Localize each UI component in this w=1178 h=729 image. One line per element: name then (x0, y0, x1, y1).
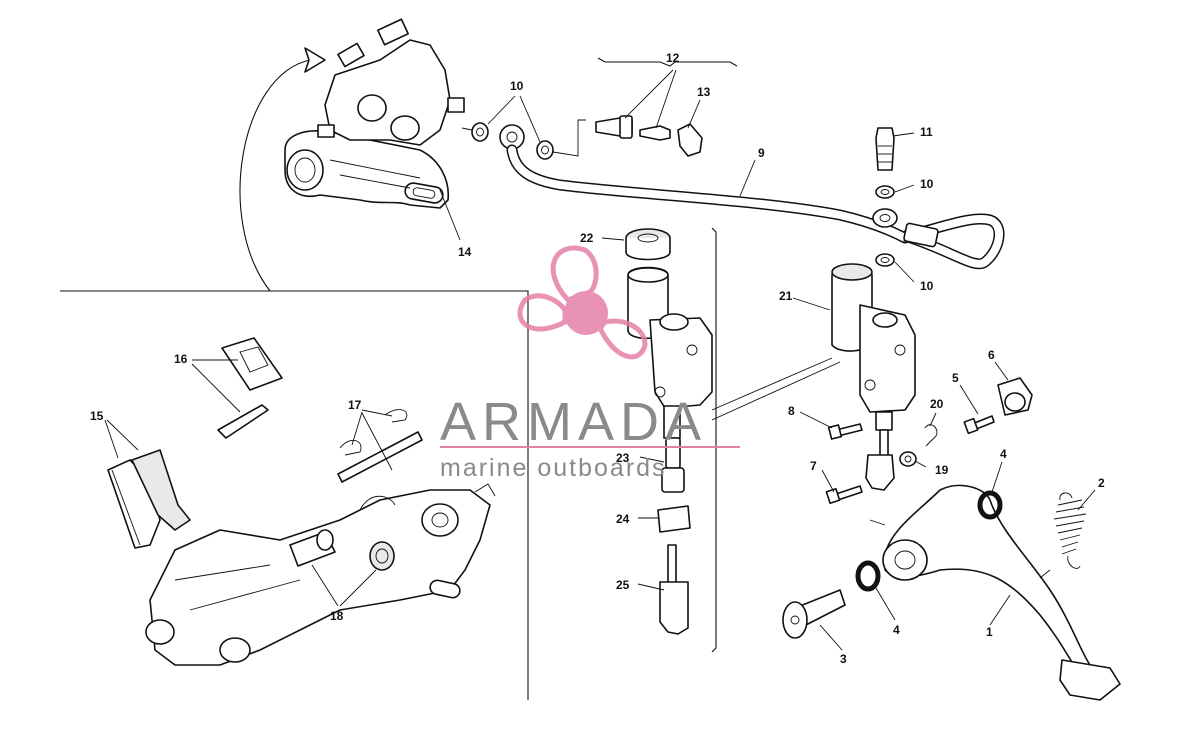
callout-7: 7 (810, 459, 817, 473)
callout-16: 16 (174, 352, 188, 366)
pad-pin-17 (337, 409, 423, 483)
boot-24 (657, 505, 691, 533)
o-ring-upper (977, 490, 1003, 520)
banjo-washers-caliper (461, 119, 586, 160)
armada-logo-mark (517, 245, 648, 360)
o-ring-lower (855, 560, 881, 592)
pin-7 (825, 485, 863, 505)
callout-4-lower: 4 (893, 623, 900, 637)
callout-15: 15 (90, 409, 104, 423)
rear-caliper-assembly (284, 18, 465, 209)
callout-10-lower-right: 10 (920, 279, 934, 293)
leader-lines (104, 69, 1096, 651)
callout-20: 20 (930, 397, 944, 411)
callout-labels: 1 2 3 4 4 5 6 7 8 9 10 10 10 11 12 13 14… (90, 51, 1105, 666)
caliper-body-exploded (145, 483, 496, 666)
callout-13: 13 (697, 85, 711, 99)
callout-2: 2 (1098, 476, 1105, 490)
split-pin-20 (924, 424, 938, 447)
return-spring (1053, 492, 1087, 569)
callout-18: 18 (330, 609, 344, 623)
callout-25: 25 (616, 578, 630, 592)
callout-6: 6 (988, 348, 995, 362)
callout-4-upper: 4 (1000, 447, 1007, 461)
callout-12: 12 (666, 51, 680, 65)
callout-10-caliper: 10 (510, 79, 524, 93)
callout-9: 9 (758, 146, 765, 160)
callout-22: 22 (580, 231, 594, 245)
callout-3: 3 (840, 652, 847, 666)
callout-1: 1 (986, 625, 993, 639)
callout-5: 5 (952, 371, 959, 385)
curved-arrow (239, 47, 326, 292)
callout-19: 19 (935, 463, 949, 477)
callout-11: 11 (920, 125, 933, 139)
bolt-8 (827, 423, 863, 440)
pushrod-25 (659, 544, 689, 635)
brake-hose (506, 144, 1005, 270)
pushrod-clevis-right (865, 429, 895, 491)
brake-pads-15 (107, 449, 191, 549)
pivot-bolt-3 (782, 589, 846, 639)
callout-21: 21 (779, 289, 793, 303)
bushing-6 (997, 377, 1033, 416)
watermark-brand: ARMADA (440, 392, 707, 452)
piston-23 (661, 437, 685, 493)
callout-17: 17 (348, 398, 362, 412)
reservoir-cap-22 (625, 228, 671, 261)
brake-pedal (869, 484, 1121, 701)
inset-frame (60, 227, 717, 700)
washer-19 (899, 451, 917, 467)
callout-14: 14 (458, 245, 472, 259)
callout-24: 24 (616, 512, 630, 526)
pad-spring-16 (217, 337, 283, 439)
bolt-5 (963, 415, 995, 435)
callout-23: 23 (616, 451, 630, 465)
banjo-bolt-washers-right (872, 127, 898, 267)
callout-10-upper-right: 10 (920, 177, 934, 191)
bleeder-valve-parts (595, 57, 738, 157)
master-cylinder-right (831, 263, 916, 431)
callout-8: 8 (788, 404, 795, 418)
watermark-tagline: marine outboards (440, 454, 667, 482)
caliper-pistons-18 (289, 529, 395, 571)
master-cylinder-center (627, 266, 713, 439)
